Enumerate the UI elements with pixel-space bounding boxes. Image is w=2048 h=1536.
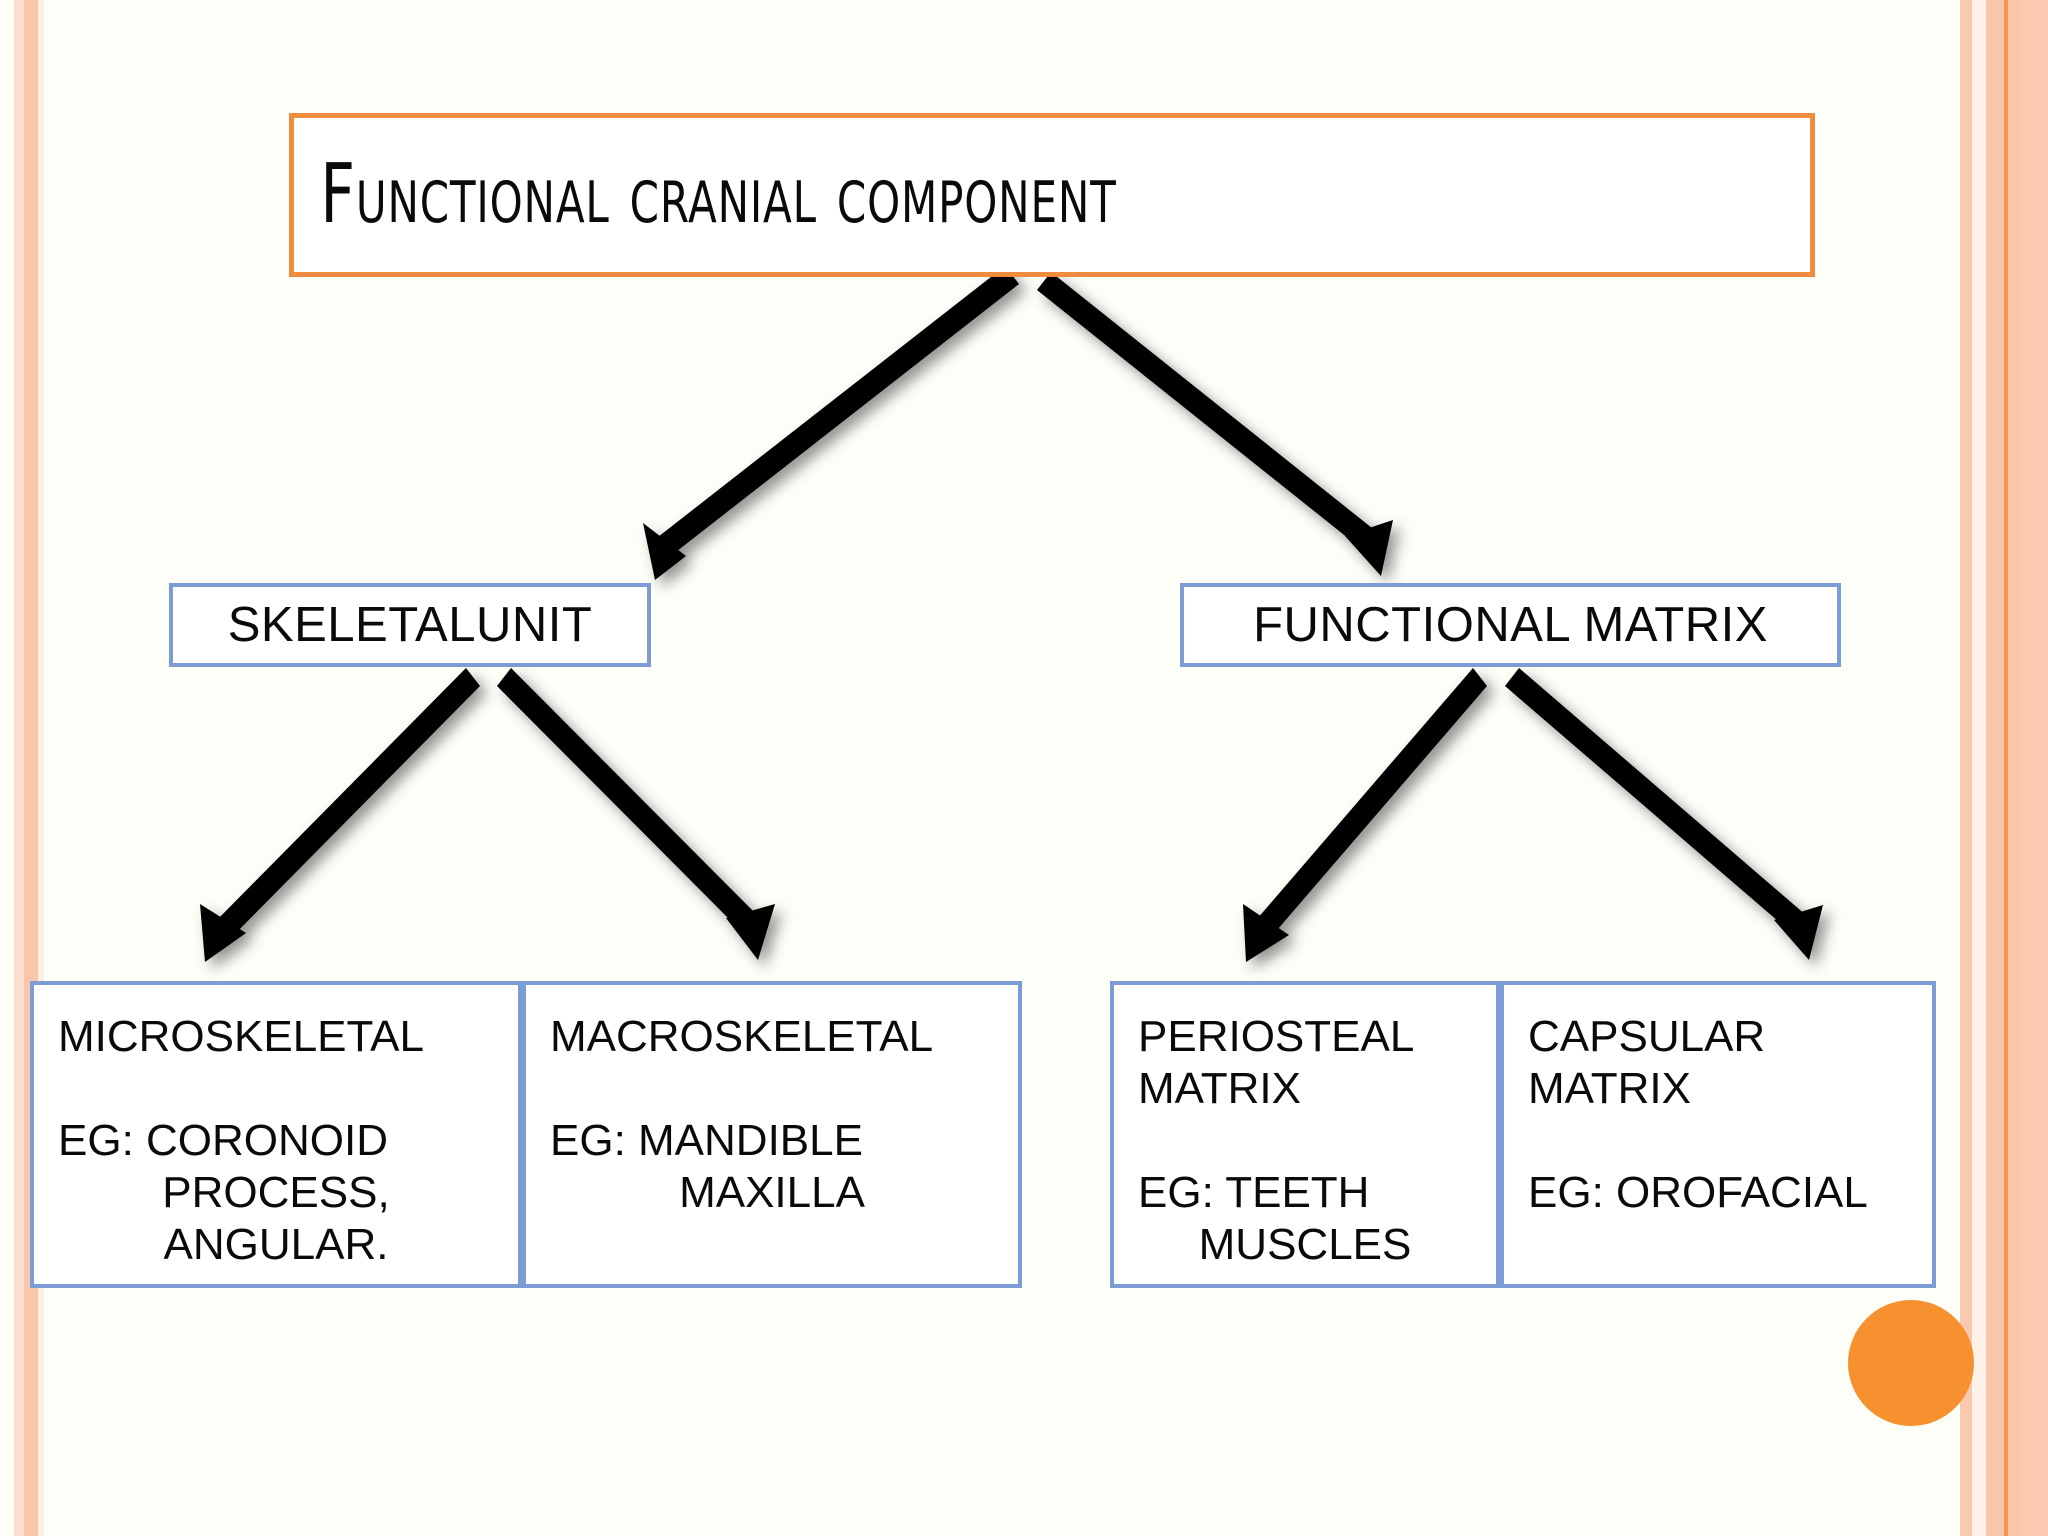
edge-stripe-right-5 — [2008, 0, 2020, 1536]
edge-stripe-left-2 — [24, 0, 38, 1536]
arrow-skeletal-to-macroskeletal — [497, 668, 775, 960]
node-periosteal-example: EG: TEETH — [1138, 1167, 1370, 1217]
node-capsular-heading: CAPSULAR — [1528, 1012, 1766, 1061]
orange-circle-decoration — [1848, 1300, 1974, 1426]
edge-stripe-right-2 — [1972, 0, 1986, 1536]
node-periosteal-example-line2: MUSCLES — [1198, 1219, 1412, 1269]
node-microskeletal-example-line2: PROCESS, — [162, 1167, 390, 1217]
node-periosteal-heading-line2: MATRIX — [1138, 1063, 1301, 1113]
arrow-skeletal-to-microskeletal — [200, 668, 480, 962]
arrow-title-to-skeletal-unit — [643, 266, 1019, 580]
arrow-matrix-to-periosteal — [1243, 668, 1487, 962]
node-capsular-example: EG: OROFACIAL — [1528, 1167, 1868, 1217]
node-functional-matrix-label: FUNCTIONAL MATRIX — [1253, 598, 1768, 652]
node-skeletal-unit-label: SKELETALUNIT — [227, 598, 593, 652]
page-title: Functional cranial component — [320, 147, 1117, 242]
edge-stripe-right-4 — [2004, 0, 2008, 1536]
title-box: Functional cranial component — [289, 113, 1815, 277]
edge-stripe-right-1 — [1960, 0, 1972, 1536]
node-macroskeletal-spacer — [550, 1063, 994, 1115]
node-microskeletal-example-line3: ANGULAR. — [163, 1219, 389, 1269]
node-periosteal-spacer — [1138, 1115, 1472, 1167]
node-macroskeletal[interactable]: MACROSKELETAL EG: MANDIBLE MAXILLA — [522, 981, 1022, 1288]
node-capsular-heading-line2: MATRIX — [1528, 1063, 1691, 1113]
node-skeletal-unit[interactable]: SKELETALUNIT — [169, 583, 651, 667]
edge-stripe-right-3 — [1986, 0, 2004, 1536]
node-microskeletal-example: EG: CORONOID — [58, 1115, 389, 1165]
node-periosteal-matrix[interactable]: PERIOSTEAL MATRIX EG: TEETH MUSCLES — [1110, 981, 1500, 1288]
node-capsular-spacer — [1528, 1115, 1908, 1167]
edge-stripe-left-3 — [38, 0, 44, 1536]
arrow-matrix-to-capsular — [1505, 668, 1823, 960]
node-macroskeletal-heading: MACROSKELETAL — [550, 1012, 934, 1061]
node-capsular-matrix[interactable]: CAPSULAR MATRIX EG: OROFACIAL — [1500, 981, 1936, 1288]
arrow-title-to-functional-matrix — [1037, 272, 1393, 576]
edge-stripe-left-1 — [14, 0, 24, 1536]
node-microskeletal-spacer — [58, 1063, 494, 1115]
node-microskeletal-heading: MICROSKELETAL — [58, 1012, 424, 1061]
node-periosteal-heading: PERIOSTEAL — [1138, 1012, 1415, 1061]
node-microskeletal[interactable]: MICROSKELETAL EG: CORONOID PROCESS, ANGU… — [30, 981, 522, 1288]
node-macroskeletal-example-line2: MAXILLA — [679, 1167, 865, 1217]
edge-stripe-right-6 — [2020, 0, 2048, 1536]
node-macroskeletal-example: EG: MANDIBLE — [550, 1115, 863, 1165]
node-functional-matrix[interactable]: FUNCTIONAL MATRIX — [1180, 583, 1841, 667]
